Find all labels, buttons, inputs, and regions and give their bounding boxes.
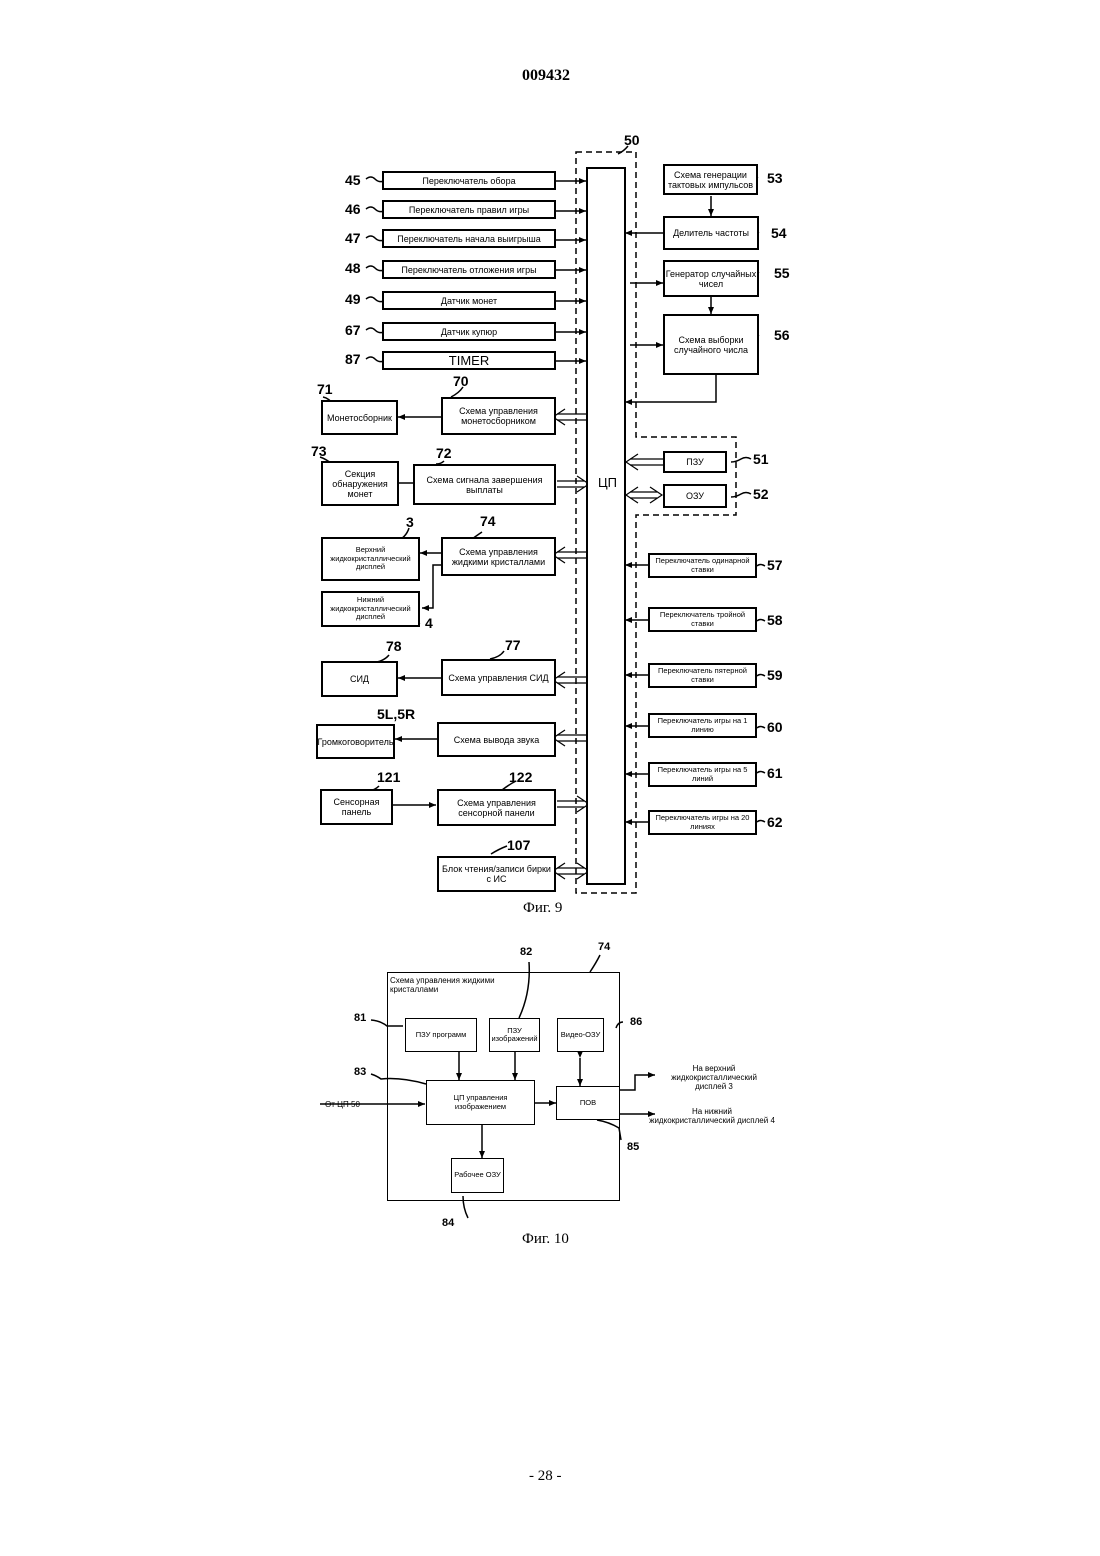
ref-cpu: 50 [624,132,640,148]
ic-tag-reader-writer: Блок чтения/записи бирки с ИС [437,856,556,892]
figure-9-caption: Фиг. 9 [523,900,562,917]
twenty-line-switch: Переключатель игры на 20 линиях [648,810,757,835]
rom-block: ПЗУ [663,451,727,473]
image-rom: ПЗУ изображений [489,1018,540,1052]
ref-46: 46 [345,201,361,217]
ref-74: 74 [480,513,496,529]
page-number: - 28 - [529,1468,562,1485]
ref-87: 87 [345,351,361,367]
coin-hopper: Монетосборник [321,400,398,435]
ref-122: 122 [509,769,532,785]
to-upper-lcd-label: На верхний жидкокристаллический дисплей … [655,1064,773,1091]
game-postpone-switch: Переключатель отложения игры [382,260,556,279]
ref-5l5r: 5L,5R [377,706,415,722]
ref-61: 61 [767,765,783,781]
program-rom: ПЗУ программ [405,1018,477,1052]
video-ram: Видео-ОЗУ [557,1018,604,1052]
work-ram: Рабочее ОЗУ [451,1158,504,1193]
ref-121: 121 [377,769,400,785]
single-bet-switch: Переключатель одинарной ставки [648,553,757,578]
ref-55: 55 [774,265,790,281]
led-control-circuit: Схема управления СИД [441,659,556,696]
triple-bet-switch: Переключатель тройной ставки [648,607,757,632]
ref-107: 107 [507,837,530,853]
touch-panel-control-circuit: Схема управления сенсорной панели [437,789,556,826]
five-bet-switch: Переключатель пятерной ставки [648,663,757,688]
one-line-switch: Переключатель игры на 1 линию [648,713,757,738]
ref-52: 52 [753,486,769,502]
led-block: СИД [321,661,398,697]
ref-62: 62 [767,814,783,830]
ref-54: 54 [771,225,787,241]
cpu-label: ЦП [598,475,617,490]
to-lower-lcd-label: На нижний жидкокристаллический дисплей 4 [648,1107,776,1125]
payout-complete-signal-circuit: Схема сигнала завершения выплаты [413,464,556,505]
ref-74-fig10: 74 [598,941,610,953]
ref-83: 83 [354,1066,366,1078]
frequency-divider: Делитель частоты [663,216,759,250]
ref-45: 45 [345,172,361,188]
ref-81: 81 [354,1012,366,1024]
hopper-control-circuit: Схема управления монетосборником [441,397,556,435]
ref-60: 60 [767,719,783,735]
lower-lcd: Нижний жидкокристаллический дисплей [321,591,420,627]
ref-72: 72 [436,445,452,461]
rules-switch: Переключатель правил игры [382,200,556,219]
ref-77: 77 [505,637,521,653]
lcd-control-circuit: Схема управления жидкими кристаллами [441,537,556,576]
ref-73: 73 [311,443,327,459]
touch-panel: Сенсорная панель [320,789,393,825]
ref-56: 56 [774,327,790,343]
coin-detection-section: Секция обнаружения монет [321,461,399,506]
image-control-cpu: ЦП управления изображением [426,1080,535,1125]
ram-block: ОЗУ [663,484,727,508]
coin-sensor: Датчик монет [382,291,556,310]
selection-switch: Переключатель обора [382,171,556,190]
timer-block: TIMER [382,351,556,370]
ref-84: 84 [442,1217,454,1229]
cpu-block [586,167,626,885]
sound-output-circuit: Схема вывода звука [437,722,556,757]
ref-4: 4 [425,615,433,631]
random-number-generator: Генератор случайных чисел [663,260,759,297]
bill-sensor: Датчик купюр [382,322,556,341]
clock-generator: Схема генерации тактовых импульсов [663,164,758,195]
five-line-switch: Переключатель игры на 5 линий [648,762,757,787]
ref-59: 59 [767,667,783,683]
ref-3: 3 [406,514,414,530]
ref-47: 47 [345,230,361,246]
lcd-control-circuit-title: Схема управления жидкими кристаллами [390,976,500,994]
ref-58: 58 [767,612,783,628]
ref-70: 70 [453,373,469,389]
ref-57: 57 [767,557,783,573]
figure-10-caption: Фиг. 10 [522,1231,569,1248]
win-start-switch: Переключатель начала выигрыша [382,229,556,248]
ref-71: 71 [317,381,333,397]
ref-78: 78 [386,638,402,654]
ref-51: 51 [753,451,769,467]
video-display-processor: ПОВ [556,1086,620,1120]
random-number-sampling-circuit: Схема выборки случайного числа [663,314,759,375]
from-cpu-50-label: От ЦП 50 [325,1100,360,1109]
document-number: 009432 [522,67,570,85]
ref-86: 86 [630,1016,642,1028]
ref-48: 48 [345,260,361,276]
ref-67: 67 [345,322,361,338]
ref-49: 49 [345,291,361,307]
ref-85: 85 [627,1141,639,1153]
ref-82: 82 [520,946,532,958]
upper-lcd: Верхний жидкокристаллический дисплей [321,537,420,581]
speaker: Громкоговоритель [316,724,395,759]
ref-53: 53 [767,170,783,186]
